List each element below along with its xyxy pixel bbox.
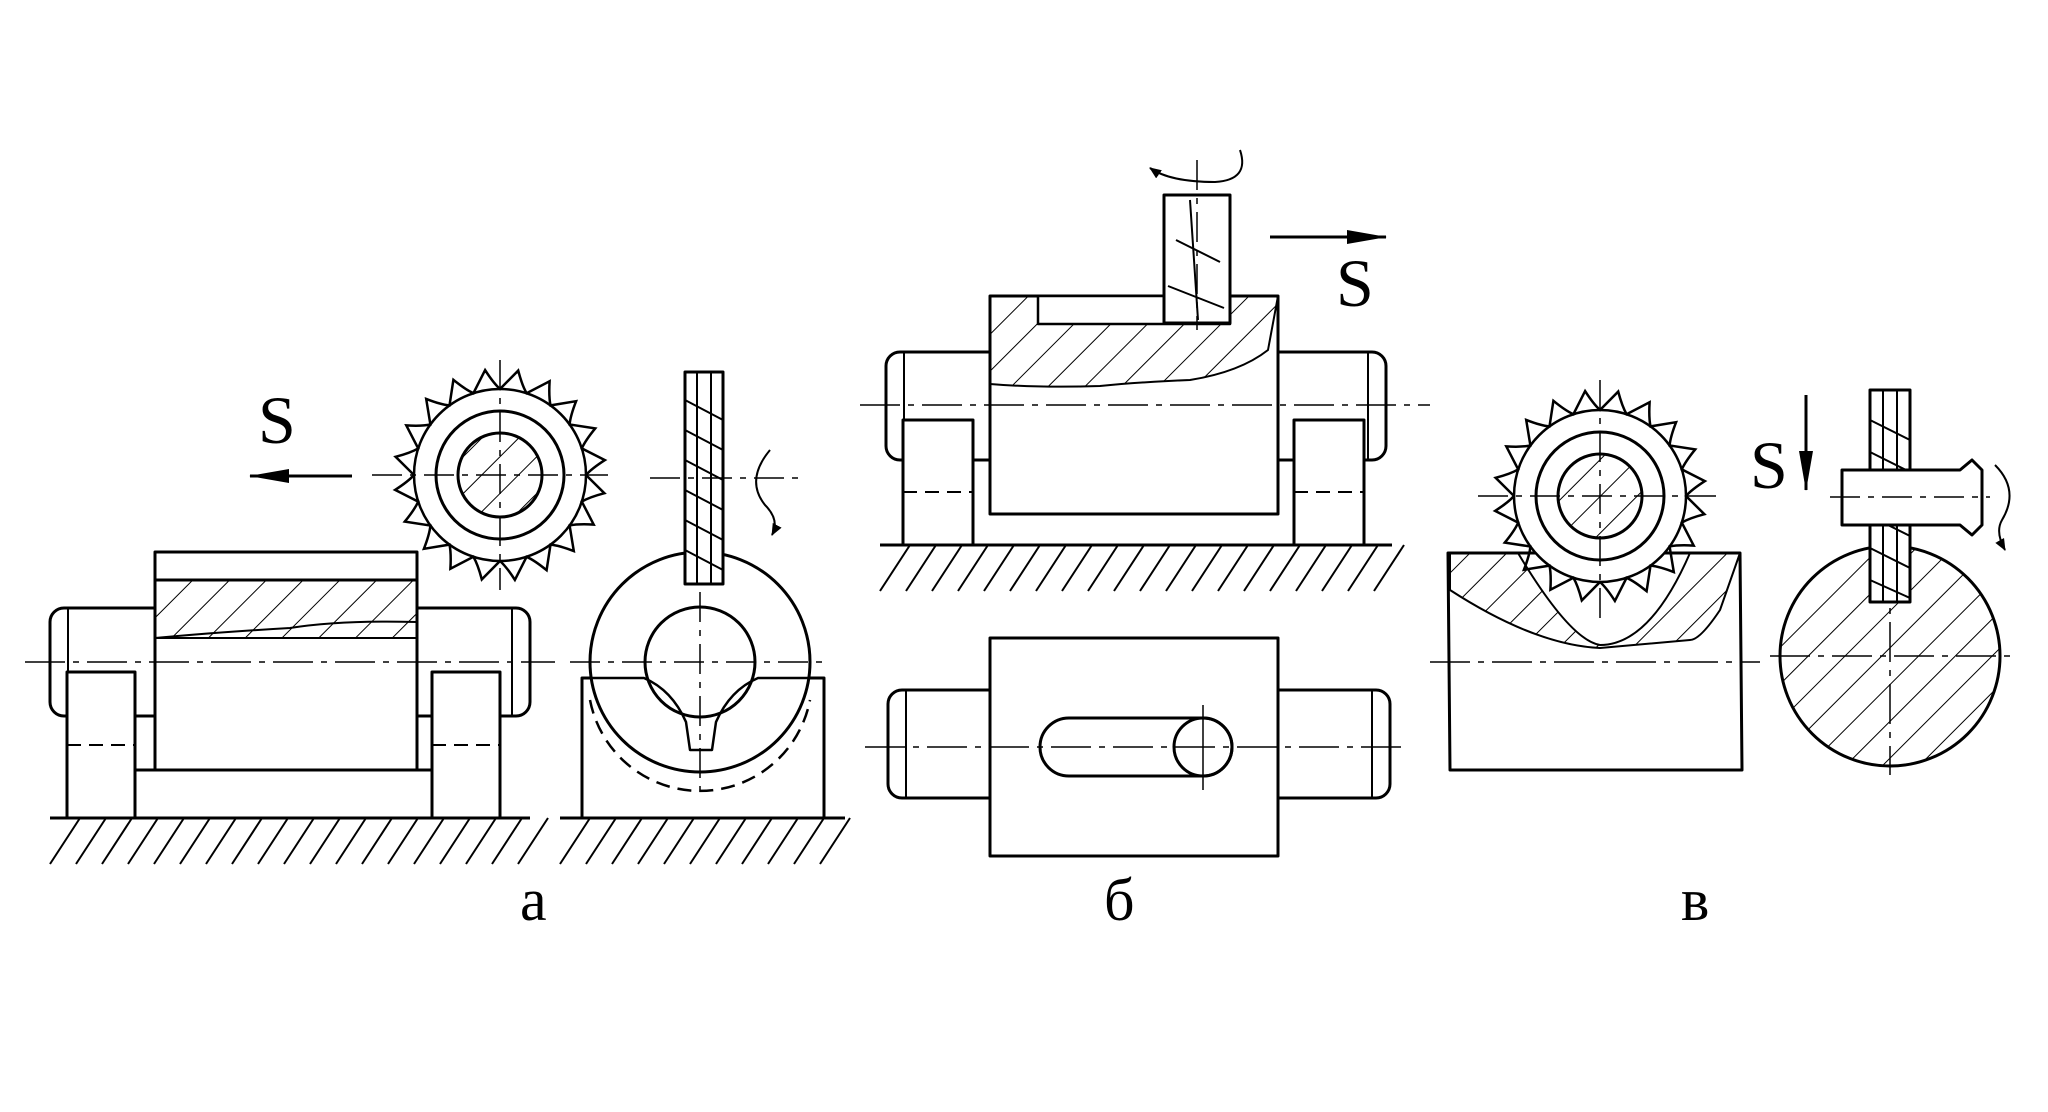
ground-hatch-a-front [205,817,237,865]
ground-hatch-b [1321,544,1353,592]
ground-hatch-a-side [689,817,721,865]
caption-c: в [1681,867,1709,933]
cutter-teeth-a [392,367,608,583]
ground-hatch-b [905,544,937,592]
scheme-b-top-view [865,636,1405,858]
support-left-b [901,418,975,547]
ground-hatch-a-front [127,817,159,865]
ground-hatch-a-front [439,817,471,865]
ground-hatch-b [983,544,1015,592]
ground-hatch-b [1269,544,1301,592]
ground-hatch-a-front [75,817,107,865]
ground-hatch-b [1347,544,1379,592]
base-plate-a [133,768,437,820]
ground-hatch-b [957,544,989,592]
ground-hatch-a-side [559,817,591,865]
rotation-arrow-a [755,449,782,536]
generated-geometry [49,367,1708,865]
ground-hatch-a-front [179,817,211,865]
ground-hatch-a-front [517,817,549,865]
rotation-arrow-c [1994,464,2011,551]
ground-hatch-a-front [283,817,315,865]
feed-label-a: S [258,382,296,458]
end-mill-b [1149,149,1244,330]
caption-a: а [520,867,547,933]
ground-hatch-b [1217,544,1249,592]
ground-hatch-a-front [491,817,523,865]
cut-layer-c [1449,552,1741,649]
ground-hatch-b [1061,544,1093,592]
ground-hatch-a-front [361,817,393,865]
ground-hatch-b [1009,544,1041,592]
scheme-c-side-view [1770,388,2011,775]
ground-hatch-b [1113,544,1145,592]
ground-hatch-b [1191,544,1223,592]
ground-hatch-a-front [153,817,185,865]
ground-hatch-a-side [819,817,851,865]
ground-hatch-a-side [715,817,747,865]
scheme-a-front-view [25,550,555,820]
ground-hatch-a-side [793,817,825,865]
ground-hatch-a-side [741,817,773,865]
ground-hatch-b [931,544,963,592]
feed-label-b: S [1336,245,1374,321]
cut-layer-a [154,579,418,639]
caption-b: б [1104,867,1135,933]
ground-hatch-a-side [611,817,643,865]
ground-hatch-b [1139,544,1171,592]
ground-hatch-b [879,544,911,592]
ground-hatch-a-side [767,817,799,865]
scheme-c-front-view [1430,380,1813,772]
ground-hatch-a-front [257,817,289,865]
ground-hatch-a-front [231,817,263,865]
ground-hatch-b [1295,544,1327,592]
ground-hatch-a-side [637,817,669,865]
ground-hatch-b [1035,544,1067,592]
ground-hatch-a-front [335,817,367,865]
scheme-b-front-view [860,149,1430,547]
ground-hatch-a-front [465,817,497,865]
ground-hatch-b [1165,544,1197,592]
support-right-b [1292,418,1366,547]
cutter-teeth-c [1492,388,1708,604]
ground-hatch-a-side [663,817,695,865]
ground-hatch-b [1243,544,1275,592]
ground-hatch-a-side [585,817,617,865]
feed-label-c: S [1750,427,1788,503]
ground-hatch-a-front [101,817,133,865]
scheme-a-side-view [560,370,845,820]
ground-hatch-a-front [309,817,341,865]
disk-cutter-c [1478,380,1722,620]
ground-hatch-a-front [413,817,445,865]
ground-hatch-a-front [387,817,419,865]
rotation-arrow-b [1149,149,1244,183]
ground-hatch-a-front [49,817,81,865]
ground-hatch-b [1087,544,1119,592]
ground-hatch-b [1373,544,1405,592]
